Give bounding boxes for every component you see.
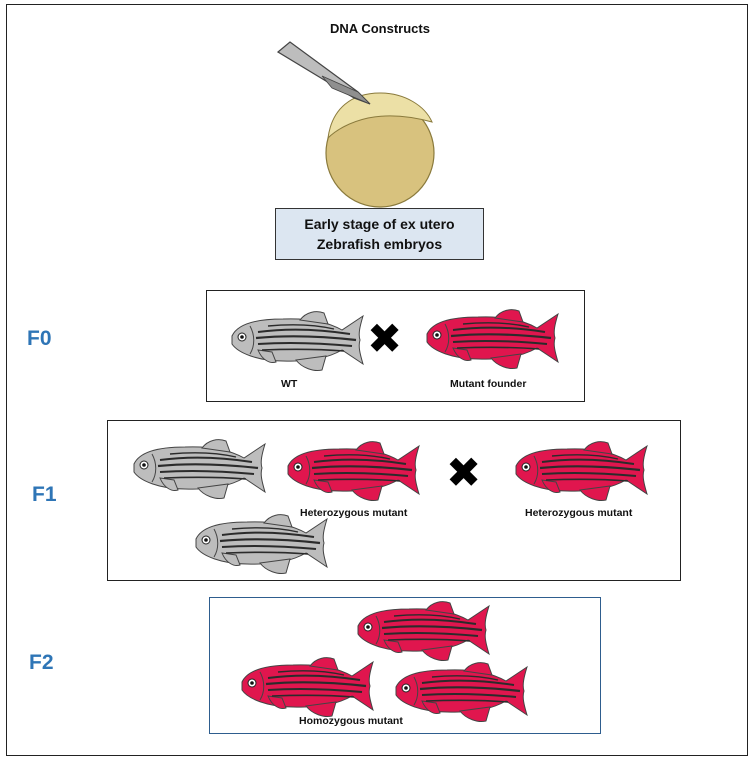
embryo-label-line1: Early stage of ex utero — [304, 216, 455, 232]
f2-offspring-box — [209, 597, 601, 734]
generation-label-f1: F1 — [32, 483, 57, 506]
heterozygous-caption-right: Heterozygous mutant — [525, 507, 633, 519]
generation-label-f2: F2 — [29, 651, 54, 674]
zebrafish-icon — [286, 440, 421, 502]
homozygous-caption: Homozygous mutant — [299, 715, 403, 727]
zebrafish-icon — [230, 310, 365, 372]
page-title: DNA Constructs — [330, 21, 430, 36]
f0-cross-box — [206, 290, 585, 402]
embryo-icon — [276, 41, 435, 208]
wt-caption: WT — [281, 378, 298, 390]
zebrafish-icon — [514, 440, 649, 502]
zebrafish-icon — [132, 438, 267, 500]
heterozygous-caption-middle: Heterozygous mutant — [300, 507, 408, 519]
embryo-label-box: Early stage of ex utero Zebrafish embryo… — [275, 208, 484, 260]
zebrafish-icon — [356, 600, 491, 662]
zebrafish-icon — [425, 308, 560, 370]
cross-icon: ✖ — [367, 315, 403, 362]
zebrafish-icon — [240, 656, 375, 718]
generation-label-f0: F0 — [27, 327, 52, 350]
mutant-founder-caption: Mutant founder — [450, 378, 527, 390]
injection-needle-icon — [276, 41, 371, 105]
zebrafish-icon — [194, 513, 329, 575]
zebrafish-icon — [394, 661, 529, 723]
cross-icon: ✖ — [446, 449, 482, 496]
embryo-label-line2: Zebrafish embryos — [316, 236, 443, 252]
figure-frame — [6, 4, 748, 756]
f1-cross-box — [107, 420, 681, 581]
